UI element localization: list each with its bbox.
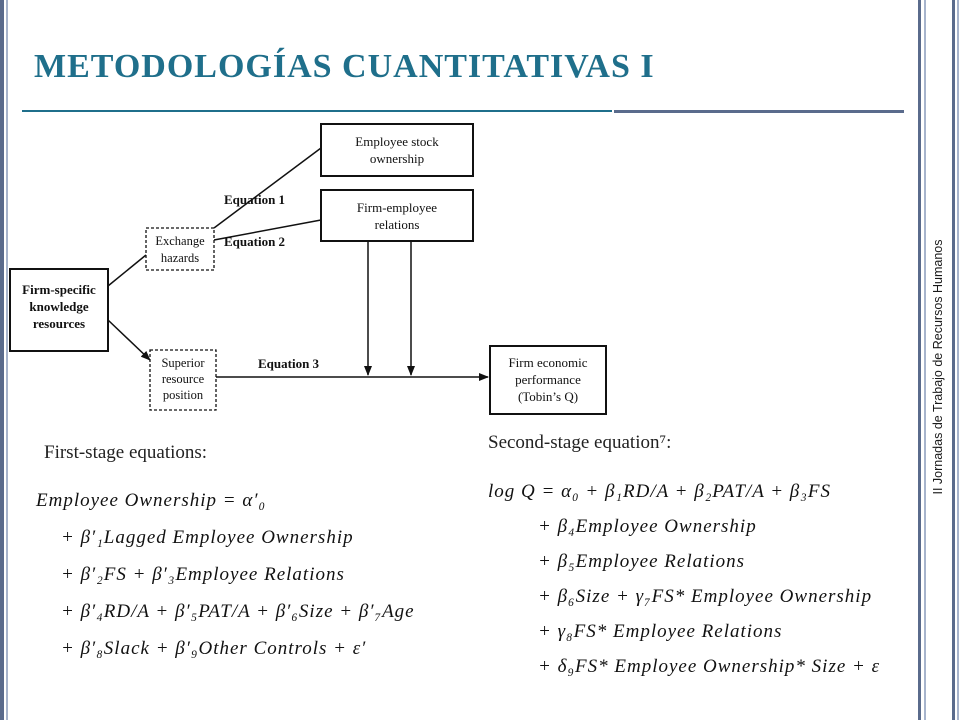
right-edge-bar-dark bbox=[952, 0, 955, 720]
right-accent-bar-light bbox=[924, 0, 926, 720]
box-performance-line1: Firm economic bbox=[508, 355, 587, 370]
box-stock-line2: ownership bbox=[370, 151, 424, 166]
box-exchange-line2: hazards bbox=[161, 251, 199, 265]
box-performance-line2: performance bbox=[515, 372, 581, 387]
vertical-caption: II Jornadas de Trabajo de Recursos Human… bbox=[931, 239, 945, 495]
second-stage-line-2: + β₄Employee Ownership bbox=[538, 516, 757, 537]
box-superior-resource bbox=[149, 349, 217, 411]
label-equation-2: Equation 2 bbox=[224, 234, 285, 249]
box-relations-line2: relations bbox=[375, 217, 420, 232]
right-edge-bar-light bbox=[957, 0, 959, 720]
first-stage-line-1: Employee Ownership = α′₀ bbox=[36, 490, 267, 511]
second-stage-line-4: + β₆Size + γ₇FS* Employee Ownership bbox=[538, 586, 873, 607]
right-accent-bar-dark bbox=[918, 0, 921, 720]
box-superior-line1: Superior bbox=[161, 356, 205, 370]
box-exchange-line1: Exchange bbox=[155, 234, 205, 248]
box-firm-performance bbox=[489, 345, 607, 415]
box-firm-employee bbox=[320, 189, 474, 242]
box-firm-specific bbox=[9, 268, 109, 352]
box-superior-line3: position bbox=[163, 388, 204, 402]
title-underline bbox=[22, 110, 612, 112]
first-stage-line-5: + β′₈Slack + β′₉Other Controls + ε′ bbox=[61, 638, 367, 659]
connector-exchange-to-relations bbox=[213, 219, 322, 241]
box-exchange-hazards bbox=[145, 227, 215, 271]
connector-firm-to-exchange bbox=[107, 254, 147, 287]
title-underline-right bbox=[614, 110, 904, 113]
second-stage-heading-block: Second-stage equation⁷: bbox=[488, 432, 671, 454]
connector-exchange-to-stock bbox=[213, 147, 322, 229]
first-stage-heading: First-stage equations: bbox=[44, 442, 208, 463]
second-stage-equations: log Q = α₀ + β₁RD/A + β₂PAT/A + β₃FS + β… bbox=[488, 474, 880, 684]
first-stage-heading-block: First-stage equations: bbox=[44, 442, 207, 464]
box-superior-line2: resource bbox=[162, 372, 205, 386]
label-equation-1: Equation 1 bbox=[224, 192, 285, 207]
research-model-diagram: Firm-specific knowledge resources Exchan… bbox=[9, 123, 607, 415]
left-accent-bar-dark bbox=[0, 0, 4, 720]
second-stage-line-3: + β₅Employee Relations bbox=[538, 551, 746, 572]
second-stage-heading: Second-stage equation⁷: bbox=[488, 432, 672, 453]
box-performance-line3: (Tobin’s Q) bbox=[518, 389, 578, 404]
first-stage-equations: Employee Ownership = α′₀ + β′₁Lagged Emp… bbox=[36, 482, 415, 667]
left-accent-bar-light bbox=[6, 0, 8, 720]
first-stage-line-3: + β′₂FS + β′₃Employee Relations bbox=[61, 564, 345, 585]
label-equation-3: Equation 3 bbox=[258, 356, 320, 371]
slide-title: METODOLOGÍAS CUANTITATIVAS I bbox=[34, 48, 655, 85]
box-firm-specific-line3: resources bbox=[33, 316, 85, 331]
diagram-connectors bbox=[107, 147, 489, 381]
second-stage-line-1: log Q = α₀ + β₁RD/A + β₂PAT/A + β₃FS bbox=[488, 481, 831, 502]
box-stock-line1: Employee stock bbox=[355, 134, 439, 149]
box-firm-specific-line2: knowledge bbox=[29, 299, 88, 314]
first-stage-line-2: + β′₁Lagged Employee Ownership bbox=[61, 527, 354, 548]
box-employee-stock bbox=[320, 123, 474, 177]
second-stage-line-5: + γ₈FS* Employee Relations bbox=[538, 621, 783, 642]
arrow-firm-to-superior bbox=[107, 319, 151, 361]
box-relations-line1: Firm-employee bbox=[357, 200, 437, 215]
box-firm-specific-line1: Firm-specific bbox=[22, 282, 96, 297]
first-stage-line-4: + β′₄RD/A + β′₅PAT/A + β′₆Size + β′₇Age bbox=[61, 601, 415, 622]
second-stage-line-6: + δ₉FS* Employee Ownership* Size + ε bbox=[538, 656, 881, 677]
